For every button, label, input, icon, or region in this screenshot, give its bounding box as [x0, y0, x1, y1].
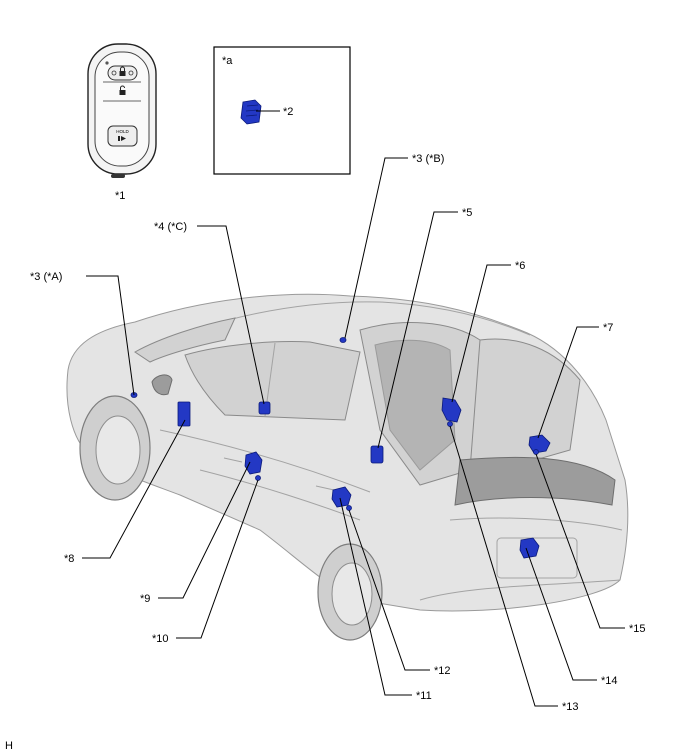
- label-3-b: *3 (*B): [412, 153, 444, 165]
- corner-code: H: [5, 740, 13, 752]
- leader-lines: [82, 157, 625, 707]
- label-7: *7: [603, 322, 613, 334]
- part-12: [346, 505, 352, 511]
- label-3-a: *3 (*A): [30, 271, 62, 283]
- label-10: *10: [152, 633, 169, 645]
- part-13: [447, 421, 453, 427]
- label-11: *11: [416, 690, 432, 702]
- inset-frame: [213, 46, 351, 175]
- hold-label: HOLD: [116, 129, 129, 134]
- label-5: *5: [462, 207, 472, 219]
- part-4: [258, 401, 271, 415]
- label-15: *15: [629, 623, 646, 635]
- label-6: *6: [515, 260, 525, 272]
- label-13: *13: [562, 701, 579, 713]
- part-11: [331, 486, 352, 508]
- label-14: *14: [601, 675, 618, 687]
- label-a: *a: [222, 55, 233, 67]
- label-9: *9: [140, 593, 150, 605]
- lock-icon: [119, 66, 126, 76]
- label-1: *1: [115, 190, 125, 202]
- part-10: [255, 475, 261, 481]
- part-14: [519, 537, 540, 559]
- key-fob: HOLD: [87, 43, 157, 178]
- label-8: *8: [64, 553, 74, 565]
- part-15: [533, 449, 539, 455]
- label-12: *12: [434, 665, 451, 677]
- vehicle-illustration: [66, 293, 629, 641]
- trunk-icon: [118, 136, 126, 141]
- inset-part: [240, 99, 262, 125]
- label-2: *2: [283, 106, 293, 118]
- part-8: [177, 401, 191, 427]
- unlock-icon: [119, 85, 126, 95]
- part-3b: [339, 337, 347, 343]
- part-9: [244, 451, 263, 475]
- part-6: [441, 397, 462, 423]
- led-icon: [105, 61, 109, 65]
- part-7: [528, 434, 551, 454]
- part-5: [370, 445, 384, 464]
- hold-button: [107, 125, 138, 147]
- label-4-c: *4 (*C): [154, 221, 187, 233]
